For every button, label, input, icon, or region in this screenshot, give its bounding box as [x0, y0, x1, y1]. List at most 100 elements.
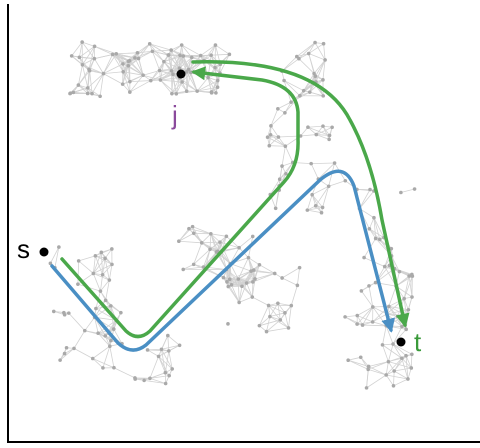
graph-edge — [147, 349, 159, 357]
graph-edge — [200, 44, 216, 56]
graph-edge — [175, 77, 180, 94]
graph-node — [377, 237, 382, 242]
graph-node — [412, 187, 417, 191]
graph-edge — [122, 63, 144, 76]
graph-node — [120, 82, 125, 86]
source-node — [39, 247, 49, 257]
graph-node — [135, 51, 140, 55]
graph-edge — [283, 80, 301, 97]
graph-node — [380, 343, 385, 347]
graph-node — [319, 210, 324, 215]
graph-node — [332, 161, 337, 165]
graph-edge — [368, 361, 389, 367]
graph-node — [343, 315, 347, 319]
graph-edge — [100, 274, 104, 292]
graph-edge — [161, 344, 180, 350]
graph-edge — [207, 77, 217, 94]
graph-node — [174, 91, 179, 96]
graph-node — [58, 358, 62, 362]
graph-edge — [158, 356, 173, 370]
graph-edge — [68, 312, 86, 331]
graph-edge — [393, 358, 403, 372]
graph-node — [295, 283, 300, 288]
graph-edge — [183, 264, 194, 270]
graph-node — [198, 53, 203, 58]
graph-node — [101, 366, 105, 370]
graph-edge — [269, 316, 289, 329]
graph-edge — [171, 49, 192, 58]
graph-edge — [84, 317, 95, 331]
graph-node — [85, 91, 90, 96]
graph-edge — [356, 315, 363, 326]
graph-edge — [105, 279, 110, 301]
graph-edge — [392, 329, 407, 345]
graph-edge — [369, 228, 381, 240]
graph-edge — [323, 43, 326, 60]
graph-node — [277, 177, 282, 182]
graph-edge — [94, 317, 99, 334]
graph-edge — [168, 350, 173, 369]
graph-node — [370, 320, 375, 324]
graph-edge — [163, 61, 172, 72]
graph-edge — [210, 44, 216, 56]
graph-edge — [392, 343, 413, 355]
graph-node — [163, 381, 168, 386]
graph-edge — [279, 166, 283, 180]
graph-edge — [268, 305, 286, 314]
path-via-j-outbound — [60, 66, 300, 339]
graph-edge — [372, 313, 388, 323]
graph-node — [110, 247, 114, 251]
graph-edge — [395, 275, 410, 287]
graph-edge — [112, 54, 129, 62]
graph-node — [191, 231, 196, 236]
graph-node — [227, 52, 232, 57]
graph-edge — [149, 43, 172, 51]
graph-edge — [181, 44, 193, 58]
graph-node — [189, 70, 193, 75]
graph-edge — [259, 305, 269, 326]
graph-node — [87, 67, 91, 72]
graph-edge — [281, 146, 286, 167]
graph-edge — [79, 57, 90, 70]
graph-edge — [122, 71, 131, 82]
graph-edge — [405, 355, 412, 369]
graph-node — [410, 272, 414, 277]
graph-node — [177, 239, 181, 244]
graph-edge — [395, 285, 413, 298]
graph-edge — [403, 298, 409, 310]
graph-node — [343, 178, 348, 183]
graph-node — [114, 51, 119, 56]
graph-edge — [143, 74, 161, 81]
graph-node — [121, 62, 125, 66]
graph-edge — [78, 84, 93, 94]
graph-node — [215, 85, 220, 90]
graph-node — [128, 79, 132, 84]
graph-node — [268, 132, 273, 137]
graph-edge — [269, 303, 279, 317]
graph-edge — [226, 269, 243, 287]
graph-edge — [277, 101, 292, 110]
graph-edge — [193, 232, 211, 235]
graph-node — [103, 256, 107, 261]
graph-edge — [359, 190, 375, 209]
graph-node — [406, 377, 410, 381]
graph-edge — [280, 319, 289, 329]
graph-edge — [279, 162, 294, 180]
graph-edge — [217, 236, 227, 252]
graph-node — [148, 376, 152, 381]
graph-edge — [308, 42, 316, 54]
graph-edge — [95, 248, 112, 257]
graph-edge — [149, 377, 166, 384]
graph-edge — [392, 326, 403, 345]
graph-node — [358, 355, 363, 360]
graph-edge — [248, 257, 256, 280]
graph-edge — [369, 228, 376, 239]
graph-node — [368, 187, 372, 192]
graph-edge — [314, 42, 326, 61]
graph-edge — [181, 44, 201, 56]
graph-node — [326, 184, 331, 189]
graph-edge — [328, 127, 333, 140]
graph-edge — [241, 285, 253, 298]
graph-edge — [92, 255, 96, 274]
graph-node — [110, 52, 115, 57]
